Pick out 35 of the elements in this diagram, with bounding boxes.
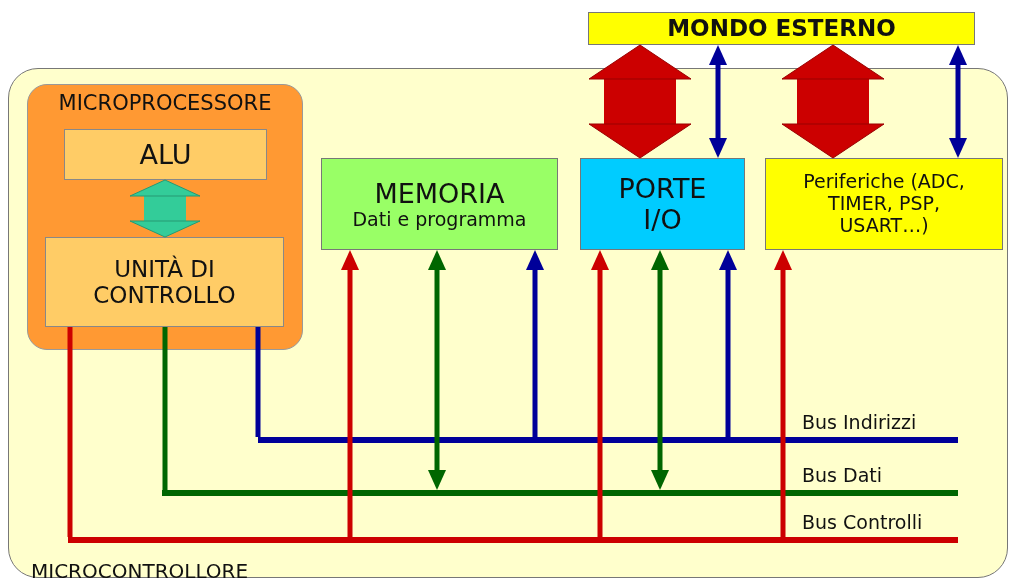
bus-line <box>162 327 168 490</box>
bus-label: Bus Dati <box>802 464 883 486</box>
arrow <box>719 250 737 437</box>
node-title: PORTE I/O <box>617 172 708 236</box>
microcontroller-panel <box>8 68 1008 578</box>
arrow <box>591 250 609 537</box>
node-title: MICROCONTROLLORE <box>31 560 249 581</box>
arrow <box>526 250 544 437</box>
node-title: Periferiche (ADC, TIMER, PSP, USART…) <box>802 171 966 237</box>
bus-line <box>67 327 73 537</box>
external-world-box <box>588 12 975 45</box>
block-arrow <box>129 179 201 238</box>
node-title: ALU <box>138 138 193 170</box>
io-ports-box <box>580 158 745 250</box>
arrow <box>774 250 792 537</box>
node-title: MEMORIA <box>373 177 506 209</box>
memory-box <box>321 158 558 250</box>
microprocessor-block <box>27 84 303 350</box>
bus-line <box>255 327 261 437</box>
alu-box <box>64 129 267 180</box>
node-title: UNITÀ DI CONTROLLO <box>92 255 237 309</box>
peripherals-box <box>765 158 1003 250</box>
block-arrow <box>781 44 885 159</box>
arrow <box>709 45 727 158</box>
node-title: MICROPROCESSORE <box>57 91 273 116</box>
arrow <box>651 250 669 490</box>
arrow <box>428 250 446 490</box>
node-subtitle: Dati e programma <box>351 208 528 231</box>
arrow <box>341 250 359 537</box>
bus-label: Bus Indirizzi <box>802 411 917 433</box>
control-unit-box <box>45 237 284 327</box>
arrow <box>949 45 967 158</box>
node-title: MONDO ESTERNO <box>667 15 896 42</box>
bus-label: Bus Controlli <box>802 511 923 533</box>
block-arrow <box>588 44 692 159</box>
